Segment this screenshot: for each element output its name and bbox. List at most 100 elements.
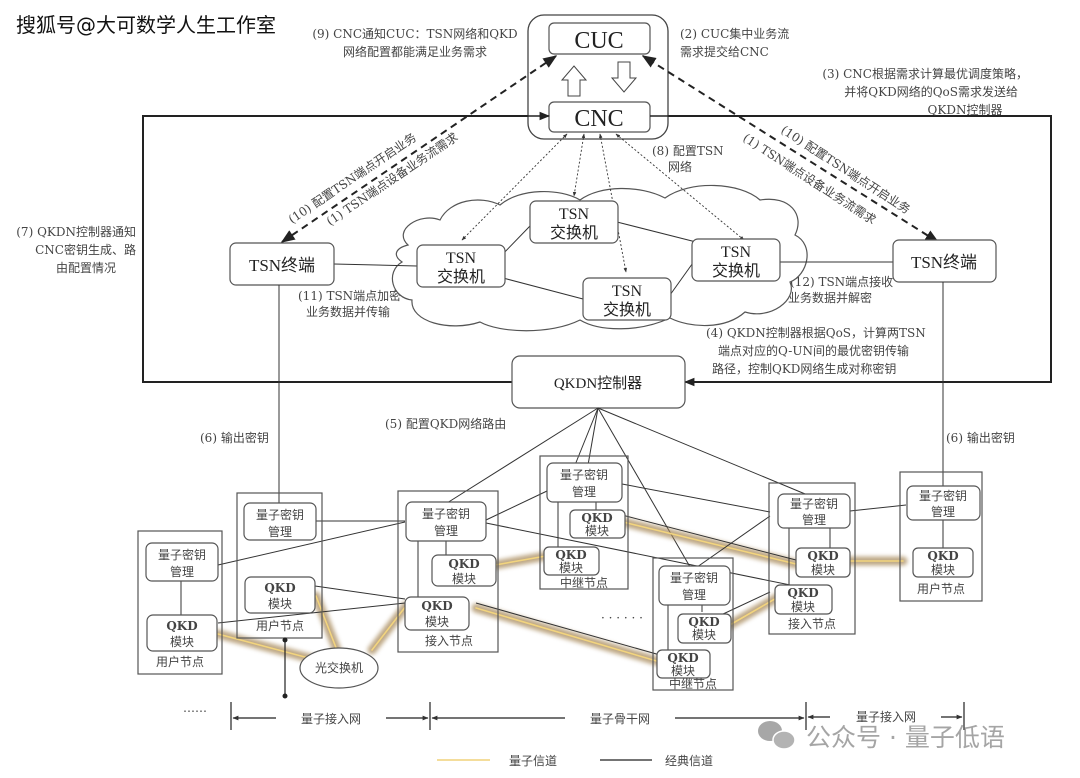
svg-text:光交换机: 光交换机 (315, 660, 363, 675)
up-hollow-arrow-icon (560, 65, 588, 97)
qkd-module[interactable]: QKD 模块 (774, 584, 833, 615)
user-node-left-container (137, 530, 223, 675)
qkd-module[interactable]: QKD 模块 (912, 547, 974, 578)
segment-backbone: 量子骨干网 (590, 712, 650, 726)
svg-text:TSN: TSN (721, 244, 752, 261)
svg-text:TSN: TSN (446, 250, 477, 267)
svg-text:(2) CUC集中业务流: (2) CUC集中业务流 (680, 26, 789, 41)
cuc-box[interactable]: CUC (548, 22, 651, 55)
svg-text:模块: 模块 (931, 563, 955, 577)
step-11-text: (11) TSN端点加密 业务数据并传输 (298, 288, 401, 319)
qkd-module[interactable]: QKD 模块 (656, 649, 711, 679)
svg-text:管理: 管理 (170, 564, 194, 579)
step-7-text: (7) QKDN控制器通知 CNC密钥生成、路 由配置情况 (16, 225, 136, 275)
access-node-left-container (397, 490, 499, 653)
svg-text:管理: 管理 (572, 484, 596, 499)
svg-text:QKD: QKD (927, 549, 958, 563)
svg-text:TSN: TSN (559, 206, 590, 223)
legend-classical-channel: 经典信道 (600, 754, 713, 768)
svg-text:(3) CNC根据需求计算最优调度策略，: (3) CNC根据需求计算最优调度策略， (822, 66, 1028, 81)
svg-text:并将QKD网络的QoS需求发送给: 并将QKD网络的QoS需求发送给 (844, 84, 1018, 99)
svg-text:QKD: QKD (448, 557, 479, 571)
svg-text:交换机: 交换机 (603, 301, 651, 319)
svg-text:QKD: QKD (421, 599, 452, 613)
step-6-left-text: (6) 输出密钥 (200, 430, 269, 445)
step-8-text: (8) 配置TSN 网络 (652, 144, 724, 174)
svg-text:经典信道: 经典信道 (665, 754, 713, 768)
qkd-module[interactable]: QKD 模块 (146, 614, 218, 652)
tsn-switch[interactable]: TSN 交换机 (416, 244, 506, 288)
key-management-box[interactable]: 量子密钥 管理 (145, 542, 219, 582)
key-management-box[interactable]: 量子密钥 管理 (777, 493, 851, 529)
svg-text:模块: 模块 (585, 524, 609, 538)
legend: 量子信道 经典信道 (431, 754, 713, 768)
svg-text:模块: 模块 (671, 664, 695, 678)
step-2-text: (2) CUC集中业务流 需求提交给CNC (680, 26, 789, 59)
step-5-text: (5) 配置QKD网络路由 (385, 416, 506, 431)
svg-text:交换机: 交换机 (712, 262, 760, 280)
tsn-switch[interactable]: TSN 交换机 (691, 238, 781, 282)
user-node-right-container (899, 471, 983, 602)
tsn-switch[interactable]: TSN 交换机 (582, 277, 672, 321)
svg-text:量子密钥: 量子密钥 (790, 496, 838, 511)
svg-text:QKDN控制器: QKDN控制器 (554, 375, 642, 392)
cnc-box[interactable]: CNC (548, 101, 651, 133)
step-3-text: (3) CNC根据需求计算最优调度策略， 并将QKD网络的QoS需求发送给 QK… (822, 66, 1028, 117)
user-node-label: 用户节点 (256, 618, 304, 633)
qkd-module[interactable]: QKD 模块 (543, 546, 600, 576)
tsn-endpoint-right[interactable]: TSN终端 (892, 239, 997, 283)
svg-text:(12) TSN端点接收: (12) TSN端点接收 (790, 274, 893, 289)
cnc-label: CNC (574, 106, 623, 132)
key-management-box[interactable]: 量子密钥 管理 (658, 565, 731, 606)
svg-text:交换机: 交换机 (550, 224, 598, 242)
right-dashed-arrow (641, 55, 940, 243)
svg-text:QKD: QKD (688, 615, 719, 629)
qkd-module[interactable]: QKD 模块 (795, 547, 851, 578)
svg-text:QKD: QKD (581, 511, 612, 525)
svg-text:TSN终端: TSN终端 (911, 253, 977, 272)
svg-text:公众号 · 量子低语: 公众号 · 量子低语 (806, 723, 1005, 752)
legend-quantum-channel: 量子信道 (431, 754, 557, 768)
svg-text:管理: 管理 (434, 523, 458, 538)
ellipsis-dots: · · · · · · (601, 611, 643, 625)
svg-text:模块: 模块 (559, 561, 583, 575)
key-management-box[interactable]: 量子密钥 管理 (906, 485, 981, 521)
segment-ruler (230, 702, 965, 730)
svg-text:路径，控制QKD网络生成对称密钥: 路径，控制QKD网络生成对称密钥 (712, 361, 896, 376)
svg-text:QKD: QKD (166, 619, 197, 633)
svg-text:管理: 管理 (268, 524, 292, 539)
qkd-module[interactable]: QKD 模块 (677, 613, 732, 644)
svg-text:量子密钥: 量子密钥 (158, 547, 206, 562)
svg-text:CNC密钥生成、路: CNC密钥生成、路 (35, 242, 136, 257)
qkd-module[interactable]: QKD 模块 (431, 554, 497, 587)
key-management-box[interactable]: 量子密钥 管理 (546, 462, 623, 503)
user-node-label: 用户节点 (156, 654, 204, 669)
cuc-label: CUC (574, 28, 623, 54)
wechat-icon (758, 721, 796, 750)
segment-access-right: 量子接入网 (856, 709, 916, 724)
qkd-module[interactable]: QKD 模块 (244, 576, 316, 614)
relay-node-top-container (539, 455, 629, 590)
svg-text:管理: 管理 (682, 587, 706, 602)
segment-access-left: 量子接入网 (301, 711, 361, 726)
intra-node-links (180, 502, 944, 650)
key-management-box[interactable]: 量子密钥 管理 (243, 502, 317, 541)
qkd-module[interactable]: QKD 模块 (569, 509, 626, 539)
tsn-endpoint-left[interactable]: TSN终端 (229, 242, 335, 286)
tsn-switch[interactable]: TSN 交换机 (529, 200, 619, 244)
qkdn-controller-box[interactable]: QKDN控制器 (511, 355, 686, 409)
key-management-box[interactable]: 量子密钥 管理 (405, 501, 487, 542)
wechat-watermark: 公众号 · 量子低语 (758, 721, 1005, 752)
optical-switch[interactable]: 光交换机 (299, 647, 379, 689)
relay-node-bottom-container (652, 557, 734, 691)
svg-text:量子密钥: 量子密钥 (560, 467, 608, 482)
svg-text:模块: 模块 (425, 615, 449, 629)
step-12-text: (12) TSN端点接收 业务数据并解密 (788, 274, 893, 305)
svg-text:QKD: QKD (807, 549, 838, 563)
user-node-container (236, 492, 323, 639)
svg-text:网络: 网络 (668, 159, 692, 174)
relay-node-label: 中继节点 (669, 676, 717, 691)
watermark-top: 搜狐号@大可数学人生工作室 (16, 13, 276, 37)
svg-text:模块: 模块 (452, 572, 476, 586)
qkd-module[interactable]: QKD 模块 (404, 596, 470, 631)
